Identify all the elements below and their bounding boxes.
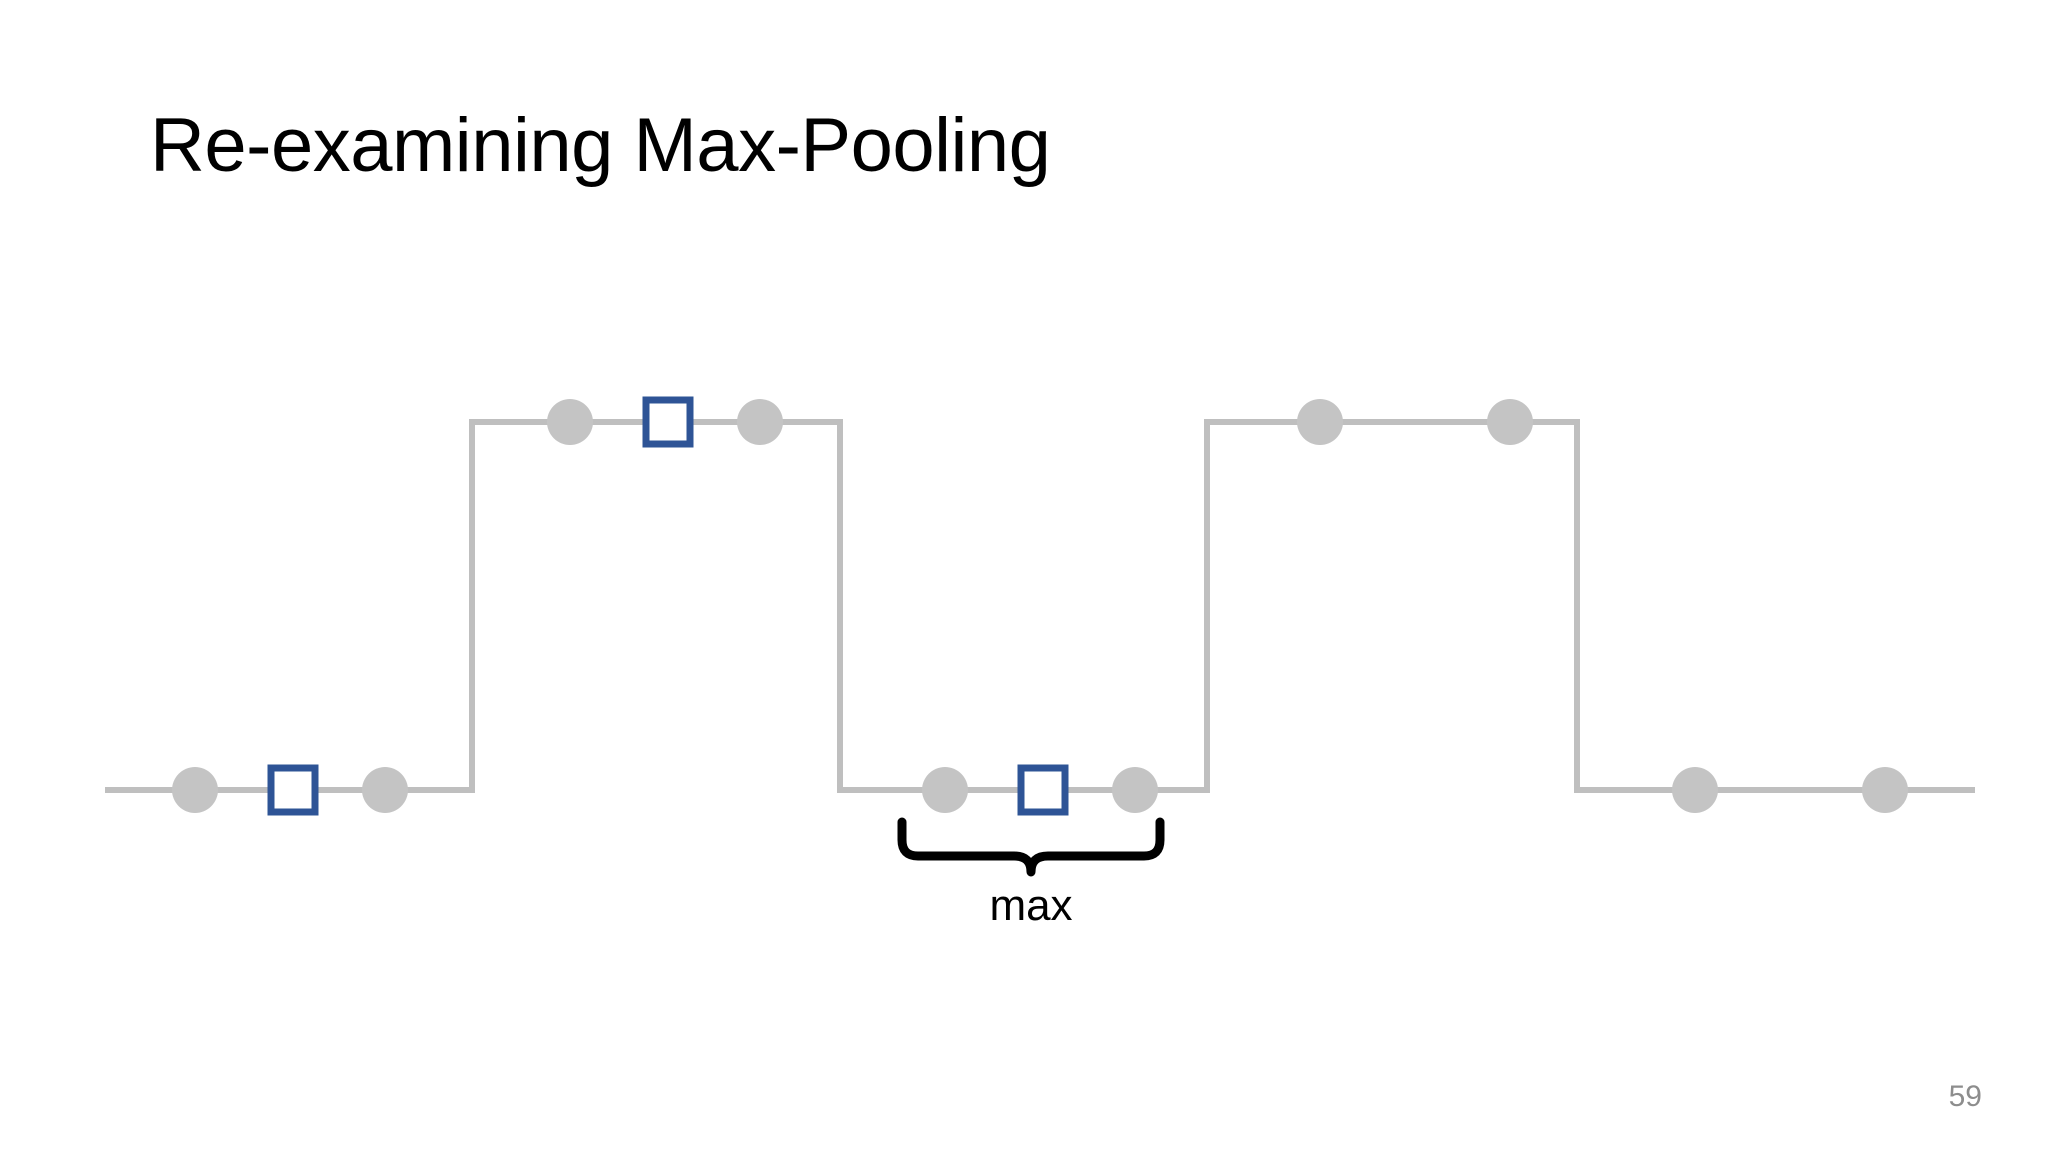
sample-circle-5 (922, 767, 968, 813)
pooled-output-square-2 (642, 396, 694, 448)
sample-circle-4 (737, 399, 783, 445)
sample-circle-2 (362, 767, 408, 813)
pooled-output-square-1 (267, 764, 319, 816)
sample-circle-10 (1862, 767, 1908, 813)
page-number: 59 (1948, 1080, 1982, 1113)
sample-circle-9 (1672, 767, 1718, 813)
max-label: max (989, 881, 1072, 930)
sample-circle-3 (547, 399, 593, 445)
sample-circle-group (172, 399, 1908, 813)
max-brace-icon (897, 817, 1165, 877)
signal-step-line (105, 419, 1975, 793)
pooled-output-square-group (267, 396, 1069, 816)
sample-circle-1 (172, 767, 218, 813)
sample-circle-8 (1487, 399, 1533, 445)
pooled-output-square-3 (1017, 764, 1069, 816)
signal-path-group (105, 419, 1975, 793)
sample-circle-7 (1297, 399, 1343, 445)
max-brace-group: max (897, 817, 1165, 930)
sample-circle-6 (1112, 767, 1158, 813)
page-title: Re-examining Max-Pooling (150, 103, 1051, 188)
